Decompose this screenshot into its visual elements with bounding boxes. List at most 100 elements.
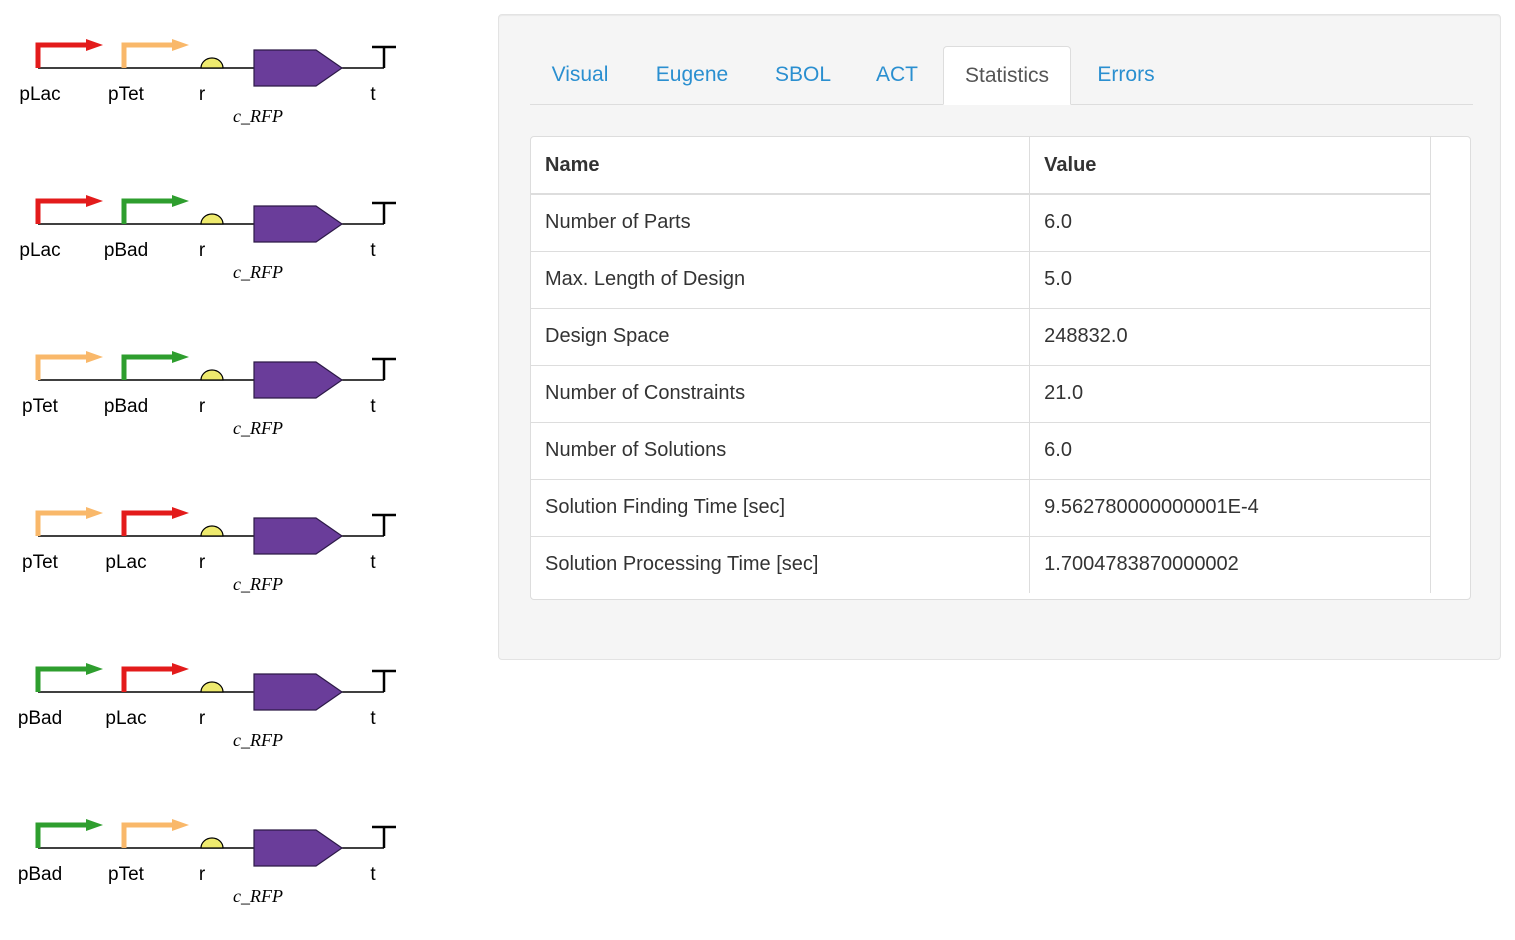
tab-errors[interactable]: Errors [1097, 63, 1155, 86]
promoter-arrow-head [172, 351, 189, 363]
stat-name: Number of Constraints [531, 365, 1031, 423]
promoter-arrow-head [86, 195, 103, 207]
part-label: r [199, 396, 206, 417]
part-label: pTet [108, 864, 145, 885]
stat-value: 1.7004783870000002 [1029, 536, 1431, 593]
part-label: pLac [105, 708, 146, 729]
tab-sbol[interactable]: SBOL [774, 63, 832, 86]
promoter-arrow-stem [35, 666, 88, 692]
table-row: Solution Finding Time [sec] 9.5627800000… [531, 479, 1431, 537]
stat-name: Design Space [531, 308, 1031, 366]
stat-name: Solution Processing Time [sec] [531, 536, 1031, 593]
promoter-arrow-head [86, 819, 103, 831]
part-label: t [370, 708, 376, 729]
part-label: c_RFP [233, 886, 283, 906]
promoter-arrow-stem [35, 510, 88, 536]
promoter-arrow-stem [121, 510, 174, 536]
promoter-arrow-stem [35, 42, 88, 68]
coding-sequence-glyph [253, 205, 344, 243]
promoter-glyph [121, 507, 189, 536]
part-label: c_RFP [233, 574, 283, 594]
results-panel: Visual Eugene SBOL ACT Statistics Errors… [498, 14, 1501, 660]
coding-sequence-glyph [253, 361, 344, 399]
promoter-arrow-stem [35, 198, 88, 224]
design-diagram: pTet pBad r c_RFP t [22, 351, 396, 438]
part-label: t [370, 396, 376, 417]
promoter-glyph [35, 819, 103, 848]
coding-sequence-glyph [253, 673, 344, 711]
stat-name: Number of Solutions [531, 422, 1031, 480]
promoter-arrow-head [86, 39, 103, 51]
part-label: r [199, 708, 206, 729]
part-label: pTet [22, 552, 59, 573]
coding-sequence-glyph [253, 829, 344, 867]
part-label: pBad [104, 396, 148, 417]
part-label: pTet [22, 396, 59, 417]
ribosome-binding-site-glyph [200, 837, 224, 849]
part-label: r [199, 864, 206, 885]
part-label: c_RFP [233, 106, 283, 126]
tab-eugene[interactable]: Eugene [655, 63, 729, 86]
stat-value: 5.0 [1029, 251, 1431, 309]
promoter-arrow-stem [35, 822, 88, 848]
tab-visual[interactable]: Visual [551, 63, 609, 86]
terminator-glyph [372, 45, 396, 68]
part-label: r [199, 84, 206, 105]
part-label: pLac [19, 240, 60, 261]
promoter-arrow-head [172, 39, 189, 51]
tab-statistics[interactable]: Statistics [943, 46, 1071, 105]
part-label: t [370, 552, 376, 573]
promoter-arrow-head [172, 663, 189, 675]
stat-value: 21.0 [1029, 365, 1431, 423]
part-label: pBad [18, 708, 62, 729]
part-label: pBad [104, 240, 148, 261]
promoter-glyph [35, 351, 103, 380]
terminator-glyph [372, 513, 396, 536]
column-header-name: Name [531, 137, 1031, 195]
part-label: r [199, 552, 206, 573]
promoter-arrow-stem [121, 666, 174, 692]
promoter-glyph [121, 39, 189, 68]
statistics-table: Name Value Number of Parts 6.0 Max. Leng… [531, 137, 1431, 593]
promoter-arrow-head [86, 663, 103, 675]
ribosome-binding-site-glyph [200, 57, 224, 69]
ribosome-binding-site-glyph [200, 213, 224, 225]
tab-act[interactable]: ACT [876, 63, 918, 86]
promoter-glyph [121, 195, 189, 224]
statistics-table-container: Name Value Number of Parts 6.0 Max. Leng… [530, 136, 1471, 600]
promoter-glyph [121, 663, 189, 692]
promoter-glyph [121, 351, 189, 380]
part-label: c_RFP [233, 418, 283, 438]
promoter-arrow-stem [121, 42, 174, 68]
promoter-arrow-stem [121, 198, 174, 224]
terminator-glyph [372, 825, 396, 848]
stat-name: Number of Parts [531, 194, 1031, 252]
terminator-glyph [372, 201, 396, 224]
coding-sequence-glyph [253, 517, 344, 555]
promoter-arrow-head [86, 507, 103, 519]
table-row: Design Space 248832.0 [531, 308, 1431, 366]
promoter-arrow-head [86, 351, 103, 363]
stat-name: Solution Finding Time [sec] [531, 479, 1031, 537]
promoter-glyph [35, 39, 103, 68]
terminator-glyph [372, 357, 396, 380]
promoter-glyph [35, 663, 103, 692]
table-row: Max. Length of Design 5.0 [531, 251, 1431, 309]
stat-name: Max. Length of Design [531, 251, 1031, 309]
promoter-glyph [35, 195, 103, 224]
promoter-glyph [35, 507, 103, 536]
promoter-arrow-head [172, 819, 189, 831]
promoter-arrow-stem [121, 354, 174, 380]
ribosome-binding-site-glyph [200, 525, 224, 537]
promoter-glyph [121, 819, 189, 848]
column-header-value: Value [1029, 137, 1431, 195]
table-row: Number of Constraints 21.0 [531, 365, 1431, 423]
part-label: t [370, 84, 376, 105]
